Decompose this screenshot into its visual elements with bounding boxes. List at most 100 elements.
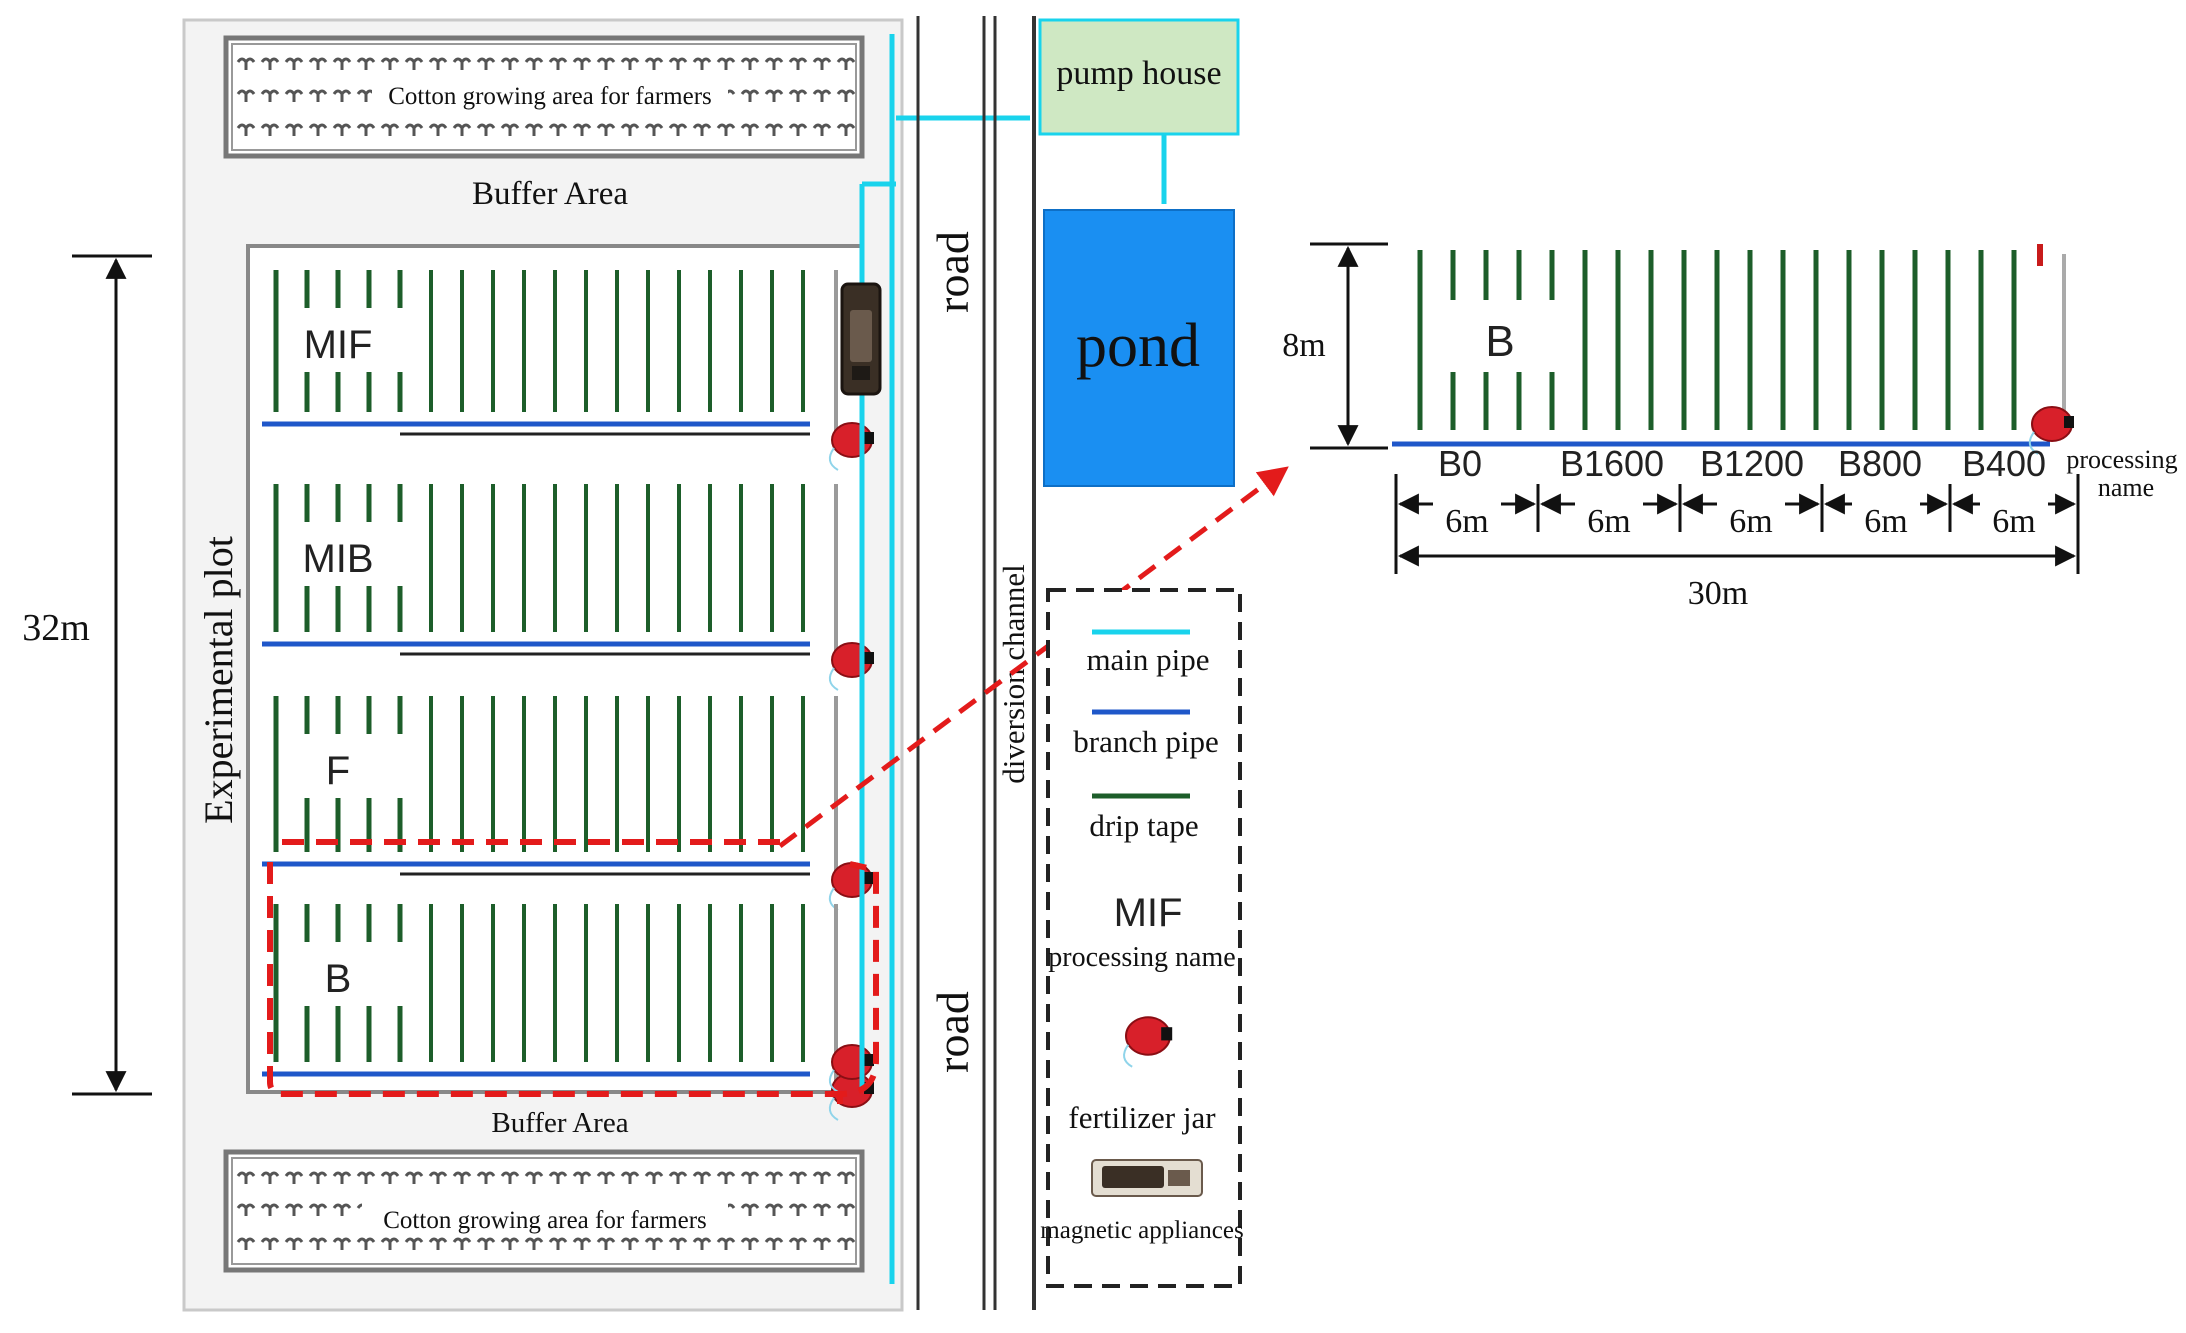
fertilizer-jar-icon — [2028, 406, 2074, 455]
segment-width-label: 6m — [1445, 503, 1488, 540]
farm-area-top-label: Cotton growing area for farmers — [388, 83, 712, 110]
segment-width-label: 6m — [1587, 503, 1630, 540]
cotton-plant-icon — [332, 1237, 352, 1250]
cotton-plant-icon — [788, 123, 808, 136]
segment-width-label: 6m — [1729, 503, 1772, 540]
treatment-label: B — [325, 957, 352, 1001]
cotton-plant-icon — [380, 1237, 400, 1250]
cotton-plant-icon — [644, 57, 664, 70]
cotton-plant-icon — [836, 57, 856, 70]
cotton-plant-icon — [428, 57, 448, 70]
detail-fertilizer-jar-icon — [2028, 406, 2074, 455]
cotton-plant-icon — [740, 1203, 760, 1216]
legend-branch-pipe: branch pipe — [1073, 724, 1218, 759]
cotton-plant-icon — [236, 57, 256, 70]
subplot-label: B400 — [1962, 443, 2046, 484]
cotton-plant-icon — [332, 123, 352, 136]
cotton-plant-icon — [692, 1237, 712, 1250]
legend: main pipe branch pipe drip tape MIF proc… — [1040, 588, 1244, 1288]
cotton-plant-icon — [380, 1171, 400, 1184]
cotton-plant-icon — [524, 57, 544, 70]
buffer-area-top-label: Buffer Area — [472, 176, 628, 212]
cotton-plant-icon — [620, 57, 640, 70]
cotton-plant-icon — [284, 1203, 304, 1216]
legend-main-pipe: main pipe — [1086, 642, 1209, 677]
cotton-plant-icon — [668, 123, 688, 136]
subplot-label: B1600 — [1560, 443, 1664, 484]
cotton-plant-icon — [572, 123, 592, 136]
treatment-row-f: F — [262, 696, 874, 911]
road-and-channel-lines — [916, 16, 1036, 1310]
farm-area-bottom-label: Cotton growing area for farmers — [383, 1207, 707, 1234]
cotton-plant-icon — [788, 89, 808, 102]
cotton-plant-icon — [428, 1237, 448, 1250]
cotton-plant-icon — [620, 1171, 640, 1184]
subplot-label: B800 — [1838, 443, 1922, 484]
cotton-plant-icon — [332, 89, 352, 102]
cotton-plant-icon — [572, 1237, 592, 1250]
cotton-plant-icon — [284, 123, 304, 136]
cotton-plant-icon — [428, 1171, 448, 1184]
cotton-plant-icon — [356, 123, 376, 136]
cotton-plant-icon — [836, 1203, 856, 1216]
cotton-plant-icon — [236, 89, 256, 102]
buffer-area-bottom-label: Buffer Area — [491, 1107, 628, 1139]
cotton-plant-icon — [836, 1237, 856, 1250]
cotton-plant-icon — [692, 1171, 712, 1184]
cotton-plant-icon — [812, 57, 832, 70]
legend-drip-tape: drip tape — [1089, 808, 1198, 843]
cotton-plant-icon — [500, 123, 520, 136]
road-label-bottom: road — [927, 991, 978, 1073]
cotton-plant-icon — [788, 1237, 808, 1250]
cotton-plant-icon — [716, 1237, 736, 1250]
cotton-plant-icon — [764, 1237, 784, 1250]
legend-processing-name: processing name — [1048, 942, 1235, 973]
cotton-plant-icon — [788, 57, 808, 70]
cotton-plant-icon — [404, 123, 424, 136]
cotton-plant-icon — [452, 1171, 472, 1184]
cotton-plant-icon — [812, 1203, 832, 1216]
cotton-plant-icon — [644, 1171, 664, 1184]
cotton-plant-icon — [596, 1171, 616, 1184]
legend-treatment-code: MIF — [1114, 891, 1183, 935]
cotton-plant-icon — [236, 1203, 256, 1216]
cotton-plant-icon — [308, 89, 328, 102]
cotton-plant-icon — [284, 1237, 304, 1250]
cotton-plant-icon — [668, 1171, 688, 1184]
cotton-plant-icon — [764, 123, 784, 136]
cotton-plant-icon — [260, 57, 280, 70]
cotton-plant-icon — [788, 1171, 808, 1184]
cotton-plant-icon — [308, 1237, 328, 1250]
pump-house: pump house — [1038, 18, 1240, 136]
cotton-plant-icon — [476, 1237, 496, 1250]
cotton-plant-icon — [812, 123, 832, 136]
cotton-plant-icon — [740, 123, 760, 136]
cotton-plant-icon — [692, 123, 712, 136]
farm-area-bottom: Cotton growing area for farmers — [223, 1149, 865, 1273]
cotton-plant-icon — [332, 1171, 352, 1184]
treatment-label: MIF — [304, 323, 373, 367]
cotton-plant-icon — [476, 123, 496, 136]
dimension-32m-label: 32m — [22, 607, 90, 649]
pond: pond — [1043, 209, 1235, 487]
cotton-plant-icon — [812, 1171, 832, 1184]
cotton-plant-icon — [236, 1237, 256, 1250]
cotton-plant-icon — [812, 1237, 832, 1250]
cotton-plant-icon — [260, 1203, 280, 1216]
cotton-plant-icon — [404, 57, 424, 70]
cotton-plant-icon — [596, 1237, 616, 1250]
detail-plot-label: B — [1485, 317, 1514, 366]
cotton-plant-icon — [260, 89, 280, 102]
cotton-plant-icon — [740, 1171, 760, 1184]
treatment-label: MIB — [302, 537, 373, 581]
cotton-plant-icon — [572, 57, 592, 70]
cotton-plant-icon — [596, 123, 616, 136]
cotton-plant-icon — [524, 1171, 544, 1184]
cotton-plant-icon — [740, 57, 760, 70]
treatment-row-b: B — [262, 904, 874, 1121]
cotton-plant-icon — [284, 89, 304, 102]
segment-width-label: 6m — [1864, 503, 1907, 540]
cotton-plant-icon — [308, 57, 328, 70]
